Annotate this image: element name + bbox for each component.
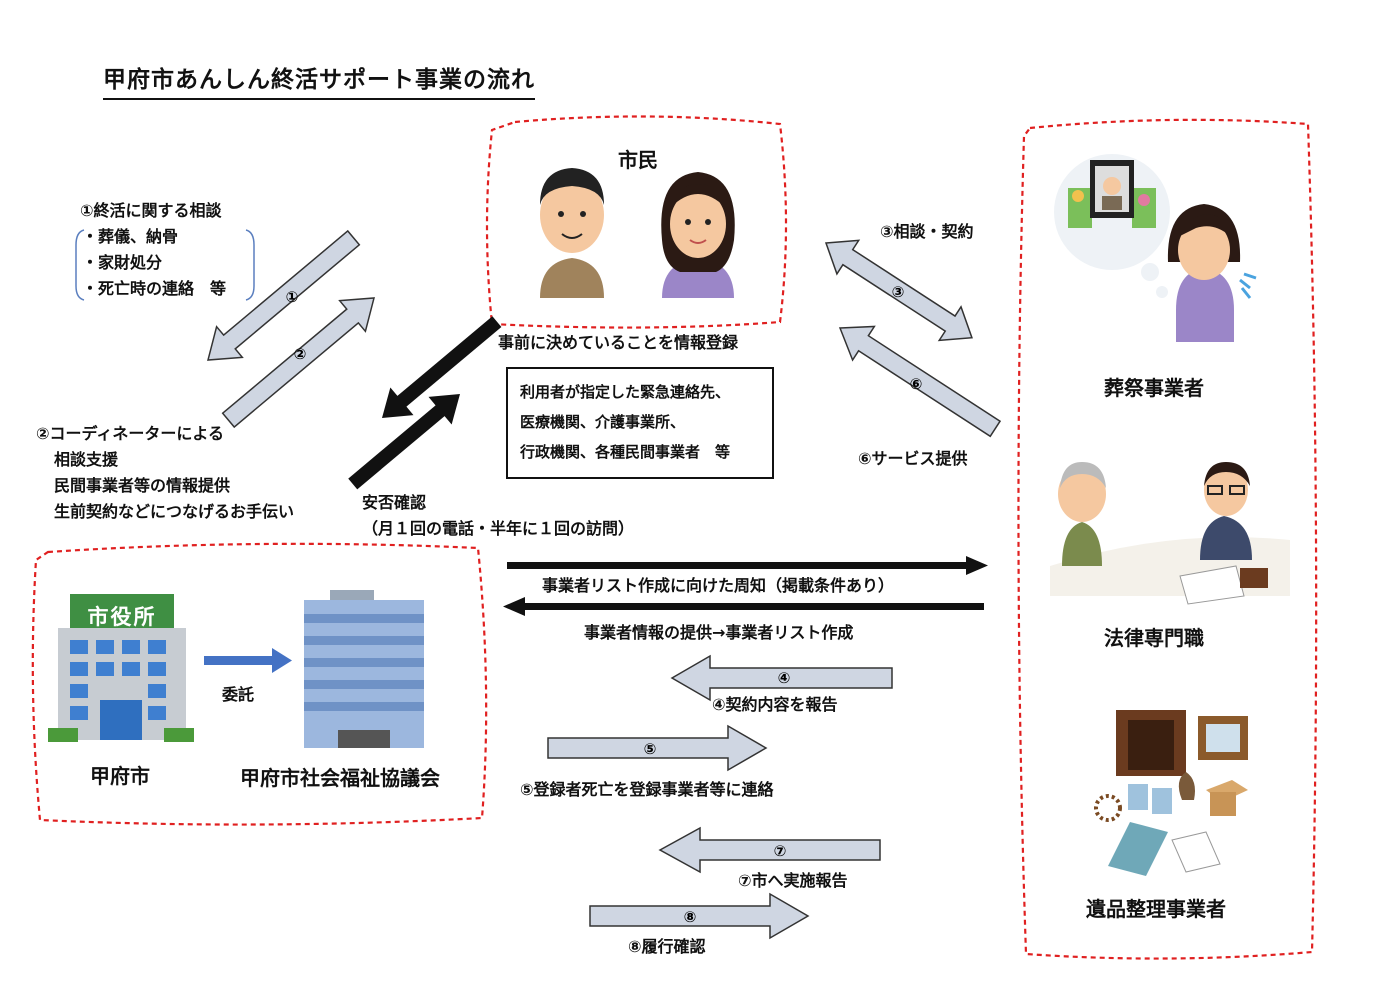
arrow-6-number: ⑥	[910, 375, 923, 393]
consult-brace-right	[245, 229, 255, 301]
delegate-arrow	[204, 648, 292, 673]
coordinator-item: 相談支援	[54, 450, 119, 469]
contacts-line: 医療機関、介護事業所、	[520, 413, 686, 431]
safety-arrow	[348, 394, 460, 490]
coordinator-item: 生前契約などにつなげるお手伝い	[54, 502, 295, 521]
woman-illustration	[661, 172, 735, 298]
provide-arrow	[503, 597, 984, 616]
arrow-3	[824, 239, 973, 342]
legal-professional-label: 法律専門職	[1104, 626, 1204, 650]
arrow-8	[589, 892, 810, 940]
consult-block: ①終活に関する相談 ・葬儀、納骨 ・家財処分 ・死亡時の連絡 等	[80, 198, 226, 302]
coordinator-item: 民間事業者等の情報提供	[54, 476, 231, 495]
safety-check-label: 安否確認	[362, 493, 427, 512]
coordinator-block: ②コーディネーターによる 相談支援 民間事業者等の情報提供 生前契約などにつなげ…	[36, 421, 294, 525]
providers-group-border	[1017, 118, 1318, 960]
arrow-7-number: ⑦	[774, 842, 787, 860]
service-label: ⑥サービス提供	[858, 449, 968, 468]
performance-check-label: ⑧履行確認	[628, 937, 706, 956]
notice-arrow	[507, 556, 988, 575]
arrow-1-number: ①	[286, 288, 299, 306]
consult-item: ・家財処分	[82, 253, 163, 272]
register-label: 事前に決めていることを情報登録	[498, 333, 739, 352]
arrow-1	[207, 229, 361, 361]
safety-check-detail: （月１回の電話・半年に１回の訪問）	[362, 519, 635, 538]
citizen-group-border	[485, 115, 788, 329]
arrow-4-number: ④	[778, 669, 791, 687]
provide-label: 事業者情報の提供→事業者リスト作成	[584, 623, 854, 642]
city-hall-sign: 市役所	[87, 605, 157, 629]
contacts-line: 行政機関、各種民間事業者 等	[520, 443, 731, 461]
funeral-provider-label: 葬祭事業者	[1104, 376, 1204, 400]
arrow-3-number: ③	[892, 283, 905, 301]
arrow-2	[221, 297, 375, 429]
funeral-illustration	[1054, 154, 1257, 342]
citizen-label: 市民	[618, 148, 658, 172]
report-label: ④契約内容を報告	[712, 695, 838, 714]
man-illustration	[540, 168, 604, 298]
council-label: 甲府市社会福祉協議会	[240, 766, 440, 790]
arrow-2-number: ②	[294, 345, 307, 363]
legal-illustration	[1050, 462, 1290, 605]
contacts-line: 利用者が指定した緊急連絡先、	[520, 383, 731, 401]
city-hall-illustration	[48, 594, 194, 742]
page-title: 甲府市あんしん終活サポート事業の流れ	[103, 60, 535, 100]
consult-brace	[75, 229, 85, 301]
belongings-illustration	[1094, 710, 1248, 876]
consult-header: ①終活に関する相談	[80, 201, 222, 220]
consult-item: ・葬儀、納骨	[82, 227, 179, 246]
notice-label: 事業者リスト作成に向けた周知（掲載条件あり）	[542, 576, 895, 595]
contacts-box: 利用者が指定した緊急連絡先、 医療機関、介護事業所、 行政機関、各種民間事業者 …	[506, 367, 774, 479]
register-arrow	[382, 316, 502, 418]
arrow-7	[658, 826, 881, 874]
arrow-4	[670, 654, 893, 702]
consult-item: ・死亡時の連絡 等	[82, 279, 227, 298]
council-building-illustration	[304, 590, 424, 748]
kofu-city-label: 甲府市	[90, 764, 150, 788]
city-group-border	[31, 542, 488, 826]
arrow-5-number: ⑤	[644, 740, 657, 758]
arrow-5	[547, 724, 768, 772]
death-notice-label: ⑤登録者死亡を登録事業者等に連絡	[520, 780, 774, 799]
estate-cleanup-label: 遺品整理事業者	[1086, 897, 1226, 921]
arrow-6	[838, 325, 1002, 438]
delegate-label: 委託	[222, 685, 255, 704]
implementation-report-label: ⑦市へ実施報告	[738, 871, 848, 890]
arrow-8-number: ⑧	[684, 908, 697, 926]
coordinator-header: ②コーディネーターによる	[36, 424, 224, 443]
contract-label: ③相談・契約	[880, 222, 974, 241]
